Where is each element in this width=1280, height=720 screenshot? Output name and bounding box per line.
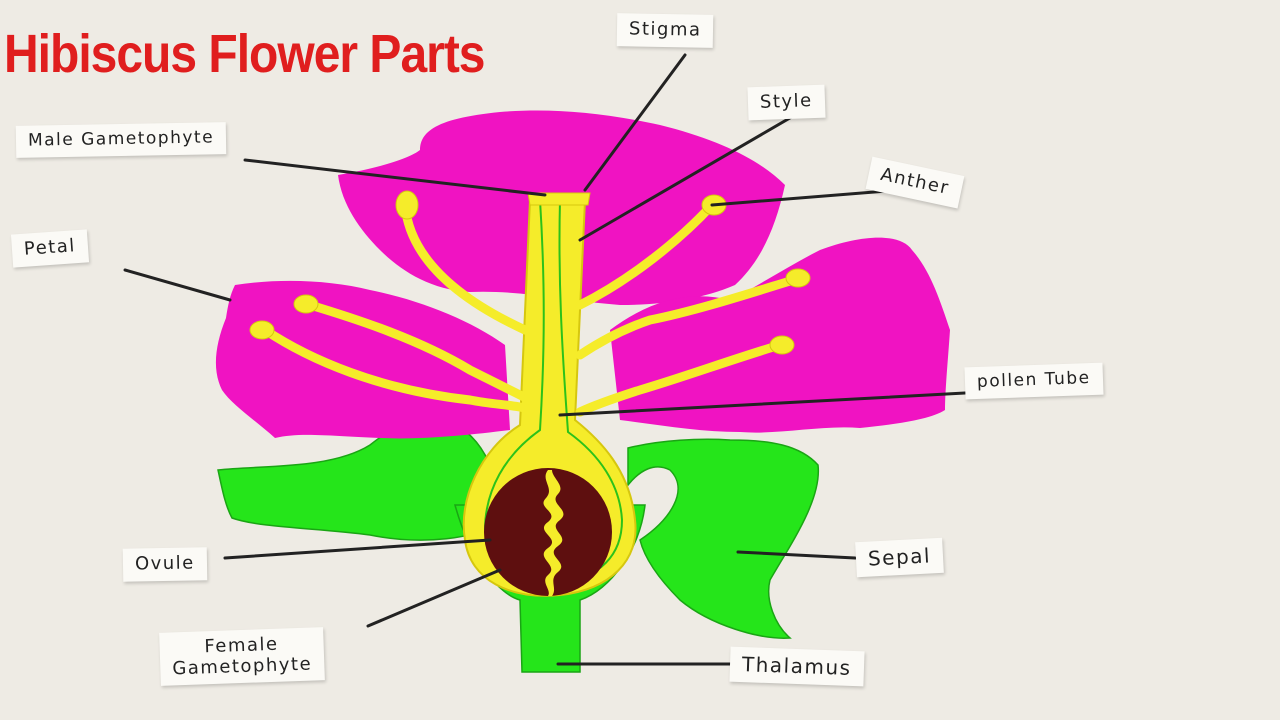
ovule-yellow-gametophyte bbox=[543, 470, 564, 596]
anther-tip-3 bbox=[249, 320, 275, 340]
page-title: Hibiscus Flower Parts bbox=[4, 25, 485, 85]
right-petal bbox=[610, 237, 950, 433]
stamens bbox=[260, 200, 805, 417]
label-petal: Petal bbox=[10, 229, 89, 268]
leader-male-gametophyte bbox=[243, 158, 547, 197]
stamen-5 bbox=[575, 273, 805, 360]
petal-shapes bbox=[215, 110, 950, 439]
label-stigma: Stigma bbox=[616, 13, 714, 48]
label-thalamus: Thalamus bbox=[729, 646, 865, 687]
leader-anther bbox=[710, 188, 902, 207]
stamen-4 bbox=[575, 200, 717, 310]
label-style: Style bbox=[747, 84, 826, 121]
leader-stigma bbox=[583, 53, 687, 192]
stamen-6 bbox=[575, 340, 785, 417]
leader-lines bbox=[123, 53, 967, 666]
label-sepal: Sepal bbox=[855, 537, 944, 578]
ovule bbox=[484, 468, 612, 596]
anther-tip-1 bbox=[395, 190, 419, 220]
stamen-1 bbox=[400, 200, 530, 335]
stamen-2 bbox=[305, 300, 535, 405]
label-female-gametophyte: Female Gametophyte bbox=[159, 627, 325, 687]
leader-female-gametophyte bbox=[366, 568, 502, 628]
leader-style bbox=[578, 113, 797, 242]
anther-tip-2 bbox=[293, 294, 319, 314]
label-male-gametophyte: Male Gametophyte bbox=[15, 122, 227, 158]
leader-petal bbox=[123, 268, 232, 302]
anther-tip-6 bbox=[769, 335, 795, 355]
stamen-3 bbox=[260, 325, 535, 415]
label-pollen-tube: pollen Tube bbox=[964, 362, 1104, 399]
anther-tip-5 bbox=[785, 268, 811, 288]
label-ovule: Ovule bbox=[122, 547, 208, 582]
right-sepal bbox=[627, 438, 820, 639]
leader-sepal bbox=[736, 550, 857, 560]
left-petal bbox=[215, 280, 510, 439]
leader-ovule bbox=[223, 538, 492, 560]
leader-pollen-tube bbox=[558, 391, 967, 417]
